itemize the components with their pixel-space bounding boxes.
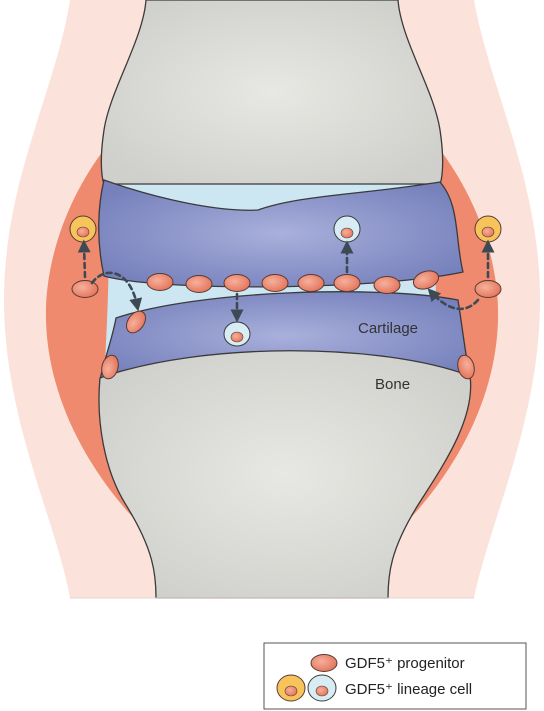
legend-box xyxy=(264,643,526,709)
lineage-cell-blue-lower xyxy=(224,322,250,346)
progenitor-cell xyxy=(374,277,400,294)
progenitor-cell xyxy=(334,275,360,292)
progenitor-cell xyxy=(224,275,250,292)
progenitor-cell xyxy=(147,274,173,291)
progenitor-cell xyxy=(186,276,212,293)
progenitor-cell-left-synovium xyxy=(72,281,98,298)
legend-lineage-label: GDF5⁺ lineage cell xyxy=(345,681,472,698)
lineage-cell-blue-upper xyxy=(334,216,360,242)
upper-bone xyxy=(101,0,442,184)
lineage-cell-yellow-right xyxy=(475,216,501,242)
progenitor-cell-icon xyxy=(311,655,337,672)
bone-label: Bone xyxy=(375,376,410,393)
lineage-cell-yellow-left xyxy=(70,216,96,242)
progenitor-cell xyxy=(262,275,288,292)
progenitor-cell-right-synovium xyxy=(475,281,501,298)
progenitor-cell xyxy=(298,275,324,292)
legend: GDF5⁺ progenitor GDF5⁺ lineage cell xyxy=(264,643,526,709)
cartilage-label: Cartilage xyxy=(358,320,418,337)
legend-progenitor-label: GDF5⁺ progenitor xyxy=(345,655,465,672)
